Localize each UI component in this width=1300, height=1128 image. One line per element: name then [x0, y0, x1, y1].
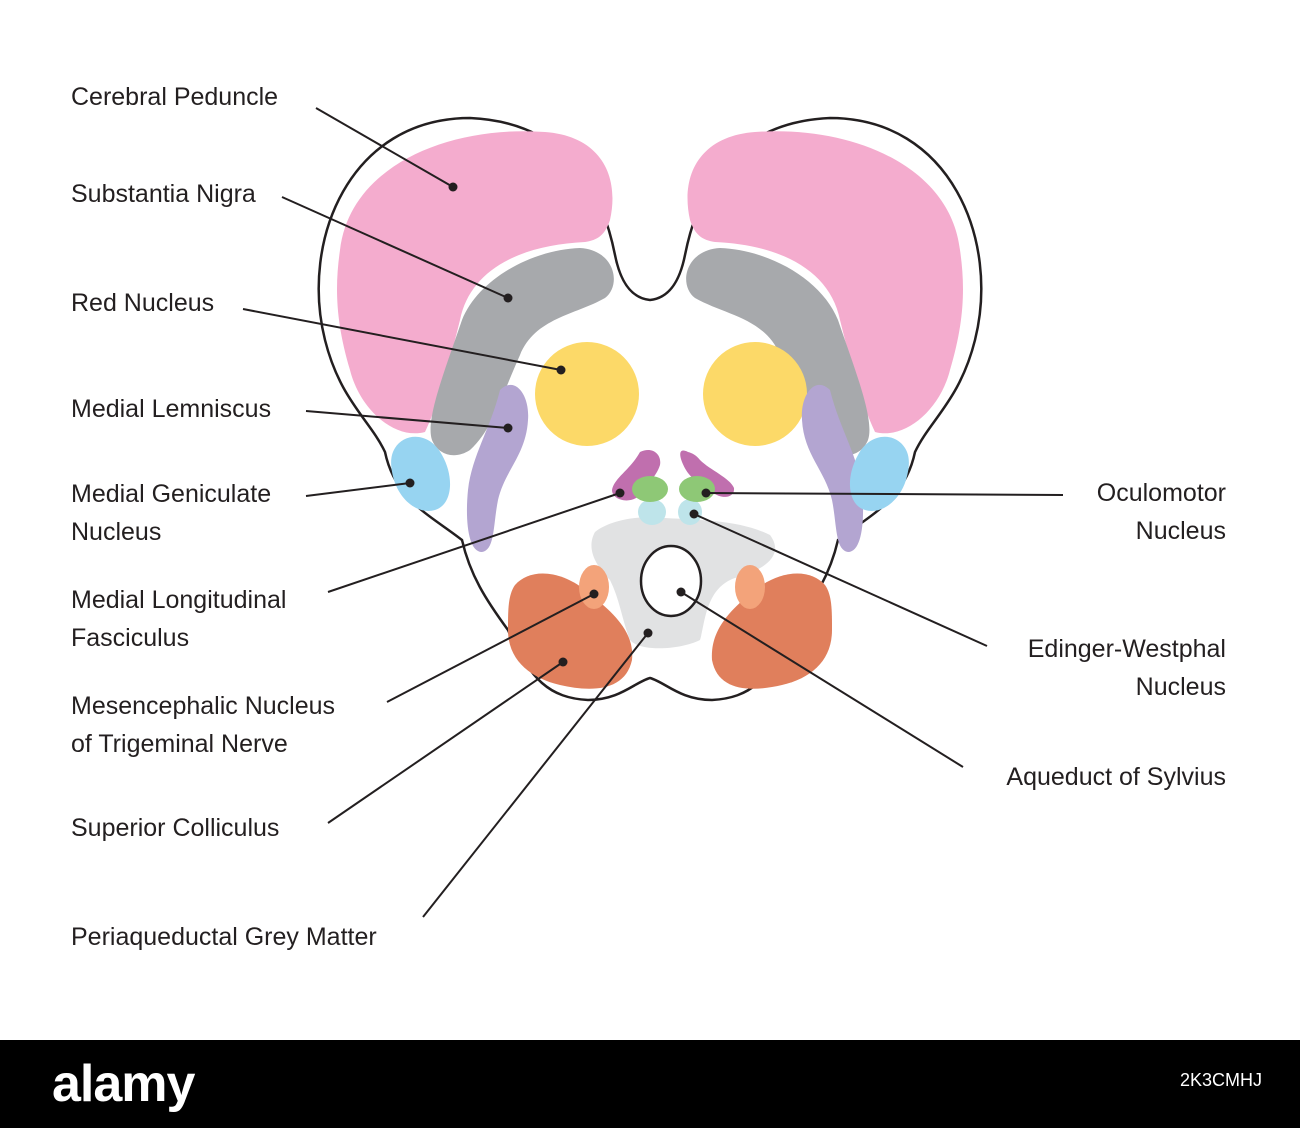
mlf-right	[680, 450, 735, 497]
medial-geniculate-left	[391, 436, 451, 511]
label-mlf-line-2: Fasciculus	[71, 624, 190, 652]
label-red-nucleus: Red Nucleus	[71, 289, 215, 317]
label-mesencephalic-line-1: Mesencephalic Nucleus	[71, 692, 336, 720]
mesencephalic-nucleus-left	[579, 565, 609, 609]
image-id: 2K3CMHJ	[1179, 1070, 1262, 1090]
edinger-westphal-left	[638, 499, 666, 525]
label-periaqueductal-grey: Periaqueductal Grey Matter	[71, 923, 377, 951]
leader-cerebral-peduncle	[315, 107, 454, 188]
dot-oculomotor	[701, 488, 711, 498]
leader-oculomotor	[705, 492, 1064, 496]
label-mesencephalic-line-2: of Trigeminal Nerve	[71, 730, 288, 758]
medial-lemniscus-left	[466, 384, 529, 552]
leader-red-nucleus	[242, 308, 562, 371]
dot-aqueduct	[676, 587, 686, 597]
dot-medial-geniculate	[405, 478, 415, 488]
mesencephalic-nucleus-right	[735, 565, 765, 609]
red-nucleus-right	[703, 342, 807, 446]
leader-periaqueductal	[422, 632, 649, 918]
oculomotor-nucleus-left	[632, 476, 668, 502]
label-oculomotor-line-2: Nucleus	[1135, 517, 1226, 545]
leader-mlf	[327, 492, 621, 593]
dot-edinger-westphal	[689, 509, 699, 519]
label-superior-colliculus: Superior Colliculus	[71, 814, 280, 842]
leader-aqueduct	[680, 591, 964, 768]
leader-medial-geniculate	[305, 482, 411, 497]
label-aqueduct-of-sylvius: Aqueduct of Sylvius	[1006, 763, 1226, 791]
substantia-nigra-left	[430, 248, 614, 456]
label-cerebral-peduncle: Cerebral Peduncle	[71, 83, 279, 111]
midbrain-cross-section-diagram	[242, 107, 1064, 918]
leader-mesencephalic	[386, 593, 595, 703]
dot-medial-lemniscus	[503, 423, 513, 433]
label-medial-geniculate-line-1: Medial Geniculate	[71, 480, 272, 508]
label-mesencephalic-nucleus: Mesencephalic Nucleus of Trigeminal Nerv…	[71, 687, 335, 763]
watermark-footer: alamy 2K3CMHJ	[0, 1040, 1300, 1128]
cerebral-peduncle-right	[687, 131, 963, 434]
alamy-logo: alamy	[52, 1055, 195, 1113]
diagram-stage: Cerebral Peduncle Substantia Nigra Red N…	[71, 83, 1226, 951]
label-edinger-westphal-line-1: Edinger-Westphal	[1027, 635, 1226, 663]
label-medial-geniculate: Medial Geniculate Nucleus	[71, 475, 271, 551]
label-mlf-line-1: Medial Longitudinal	[71, 586, 287, 614]
label-mlf: Medial Longitudinal Fasciculus	[71, 581, 286, 657]
red-nucleus-left	[535, 342, 639, 446]
dot-mesencephalic	[589, 589, 599, 599]
leader-superior-colliculus	[327, 661, 564, 824]
mlf-left	[612, 449, 661, 501]
label-medial-geniculate-line-2: Nucleus	[71, 518, 162, 546]
dot-mlf	[615, 488, 625, 498]
oculomotor-nucleus-right	[679, 476, 715, 502]
label-substantia-nigra: Substantia Nigra	[71, 180, 256, 208]
medial-geniculate-right	[849, 436, 909, 511]
aqueduct-of-sylvius	[639, 544, 703, 618]
label-medial-lemniscus: Medial Lemniscus	[71, 395, 272, 423]
leader-substantia-nigra	[281, 196, 509, 299]
superior-colliculus-left	[508, 573, 633, 689]
leader-edinger-westphal	[693, 513, 988, 647]
dot-red-nucleus	[556, 365, 566, 375]
label-oculomotor-nucleus: Oculomotor Nucleus	[1097, 474, 1226, 550]
label-oculomotor-line-1: Oculomotor	[1096, 479, 1226, 507]
medial-lemniscus-right	[801, 384, 864, 552]
dot-substantia-nigra	[503, 293, 513, 303]
dot-periaqueductal	[643, 628, 653, 638]
leader-medial-lemniscus	[305, 410, 509, 429]
label-edinger-westphal: Edinger-Westphal Nucleus	[1028, 630, 1226, 706]
label-edinger-westphal-line-2: Nucleus	[1135, 673, 1226, 701]
dot-cerebral-peduncle	[448, 182, 458, 192]
dot-superior-colliculus	[558, 657, 568, 667]
